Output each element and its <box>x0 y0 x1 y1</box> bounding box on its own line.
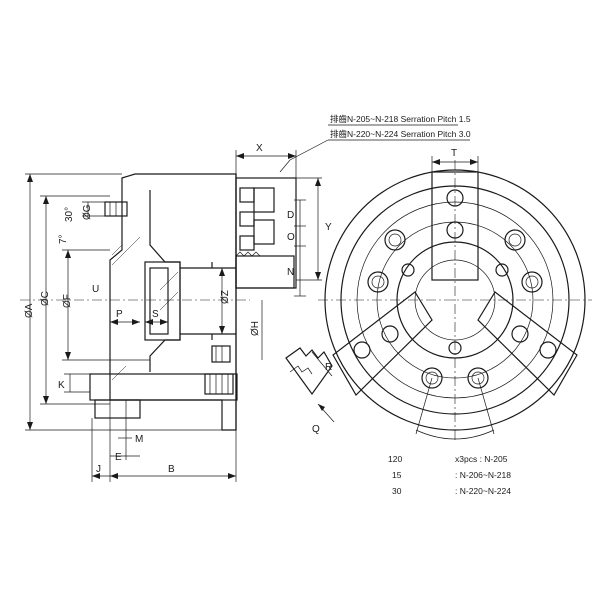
dim-label-j: J <box>96 464 101 475</box>
dim-label-t: T <box>451 148 457 159</box>
table-row-1-angle: 120 <box>388 454 402 464</box>
dim-label-s: S <box>152 309 159 320</box>
dim-label-g: ØG <box>82 204 93 220</box>
dim-label-o: O <box>287 232 295 243</box>
dim-label-h: ØH <box>250 321 261 336</box>
dim-label-x: X <box>256 143 263 154</box>
side-view <box>20 173 297 431</box>
dim-label-angle-a: 7° <box>58 234 69 244</box>
dim-label-r: R <box>325 362 332 373</box>
note-leader <box>279 139 329 173</box>
angle-spec-table: 120 x3pcs : N-205 15 : N-206~N-218 30 : … <box>388 454 511 496</box>
dim-label-c: ØC <box>40 291 51 306</box>
dim-label-d: D <box>287 210 294 221</box>
dim-label-b: B <box>168 464 175 475</box>
chuck-body-outline <box>109 173 237 431</box>
table-row-3-angle: 30 <box>392 486 402 496</box>
side-view-dimensions <box>25 150 322 482</box>
dim-label-z: ØZ <box>220 290 231 304</box>
dim-label-p: P <box>116 309 123 320</box>
dim-label-y: Y <box>325 222 332 233</box>
dim-label-f: ØF <box>62 294 73 308</box>
dim-label-angle-b: 30° <box>64 207 75 222</box>
dim-label-a: ØA <box>24 303 35 318</box>
dim-label-e: E <box>115 452 122 463</box>
table-row-1-spec: x3pcs : N-205 <box>455 454 508 464</box>
table-row-3-spec: : N-220~N-224 <box>455 486 511 496</box>
table-row-2-angle: 15 <box>392 470 402 480</box>
serration-note-2: 排齒N-220~N-224 Serration Pitch 3.0 <box>330 129 471 139</box>
dim-label-u: U <box>92 284 99 295</box>
dim-label-n: N <box>287 267 294 278</box>
table-row-2-spec: : N-206~N-218 <box>455 470 511 480</box>
serration-note-1: 排齒N-205~N-218 Serration Pitch 1.5 <box>330 114 471 124</box>
dim-label-m: M <box>135 434 143 445</box>
dim-label-k: K <box>58 380 65 391</box>
dim-label-q: Q <box>312 424 320 435</box>
serration-detail <box>285 347 335 423</box>
front-view <box>318 156 592 440</box>
